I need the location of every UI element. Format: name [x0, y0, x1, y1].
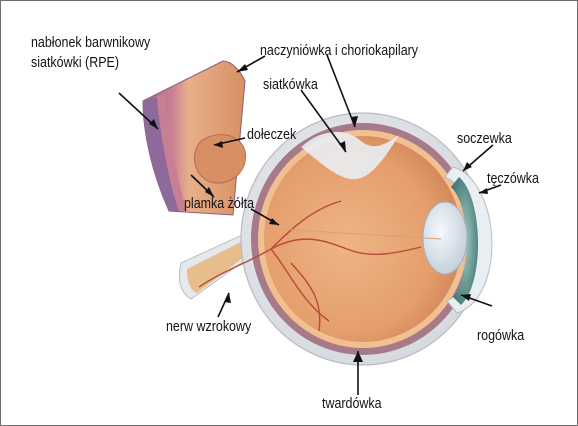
- label-sclera: twardówka: [322, 396, 382, 413]
- label-optic-nerve: nerw wzrokowy: [166, 319, 251, 336]
- label-fovea: dołeczek: [247, 127, 296, 144]
- retina-wedge-detail: [143, 61, 246, 215]
- label-cornea: rogówka: [477, 328, 524, 345]
- label-retina: siatkówka: [263, 77, 318, 94]
- label-iris: tęczówka: [487, 171, 539, 188]
- label-choroid: naczyniówka i choriokapilary: [260, 43, 418, 60]
- label-macula: plamka żółta: [184, 196, 254, 213]
- label-lens: soczewka: [457, 131, 512, 148]
- label-rpe: nabłonek barwnikowy siatkówki (RPE): [31, 33, 150, 73]
